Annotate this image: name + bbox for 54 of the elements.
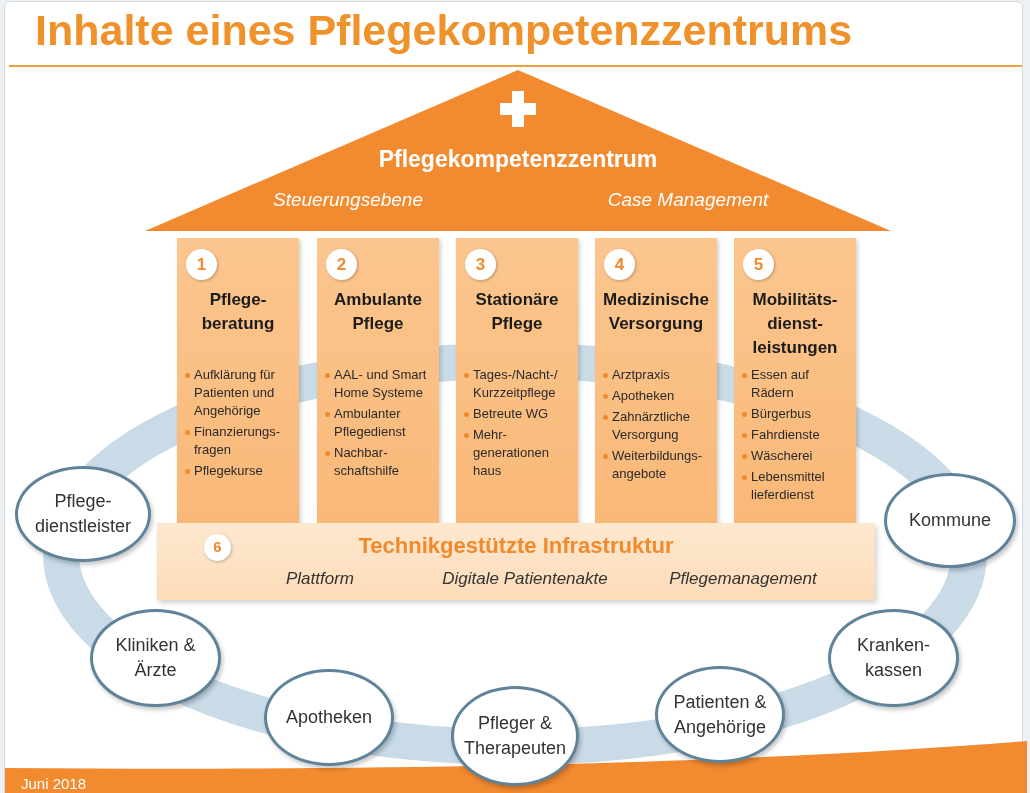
stakeholder-label: Patienten & Angehörige [672, 690, 768, 739]
step-number: 2 [326, 249, 357, 280]
roof-subtitle: Steuerungsebene [273, 188, 423, 212]
stakeholder-label: Pflege- dienstleister [33, 490, 132, 538]
stakeholder-label: Apotheken [285, 706, 373, 729]
bullet-text: Betreute WG [473, 405, 550, 423]
stakeholder-ellipse [884, 473, 1016, 568]
pillar-panel [456, 238, 578, 524]
bullet-text: Tages-/Nacht-/ Kurzzeitpflege [473, 366, 559, 402]
bullet-text: Mehr- generationen haus [473, 426, 550, 480]
stakeholder-label: Kliniken & Ärzte [114, 634, 197, 682]
page-title: Inhalte eines Pflegekompetenzzentrums [35, 5, 853, 56]
infrastructure-band [157, 523, 875, 600]
band-heading: Technikgestützte Infrastruktur [358, 532, 674, 560]
band-item: Digitale Patientenakte [442, 568, 608, 590]
bullet-text: Aufklärung für Patienten und Angehörige [194, 366, 276, 420]
band-item: Plattform [286, 568, 354, 590]
roof-subtitle: Case Management [607, 188, 769, 212]
stakeholder-label: Kranken- kassen [855, 634, 931, 682]
step-number: 6 [204, 534, 231, 561]
pillar-heading: Stationäre Pflege [474, 289, 560, 335]
stakeholder-ellipse [828, 609, 959, 707]
bullet-text: Ambulanter Pflegedienst [334, 405, 407, 441]
bullet-text: AAL- und Smart Home Systeme [334, 366, 428, 402]
band-item: Pflegemanagement [669, 568, 817, 590]
pillar-panel [734, 238, 856, 524]
bullet-text: Essen auf Rädern [751, 366, 810, 402]
pillar-panel [317, 238, 439, 524]
footer-date: Juni 2018 [21, 774, 87, 793]
pillar-panel [177, 238, 299, 524]
bullet-text: Weiterbildungs- angebote [612, 447, 704, 483]
stakeholder-ellipse [90, 609, 221, 707]
bullet-text: Nachbar- schaftshilfe [334, 444, 401, 480]
bullet-text: Apotheken [612, 387, 676, 405]
bullet-text: Fahrdienste [751, 426, 821, 444]
bullet-text: Arztpraxis [612, 366, 671, 384]
bullet-text: Bürgerbus [751, 405, 812, 423]
roof-heading: Pflegekompetenzzentrum [378, 145, 658, 174]
pillar-heading: Pflege- beratung [200, 289, 276, 335]
pillar-heading: Mobilitäts- dienst- leistungen [751, 289, 839, 359]
pillar-heading: Ambulante Pflege [333, 289, 423, 335]
bullet-text: Lebensmittel lieferdienst [751, 468, 826, 504]
step-number: 5 [743, 249, 774, 280]
stakeholder-label: Kommune [908, 509, 991, 532]
step-number: 1 [186, 249, 217, 280]
bullet-text: Pflegekurse [194, 462, 264, 480]
step-number: 3 [465, 249, 496, 280]
pillar-heading: Medizinische Versorgung [602, 289, 710, 335]
bullet-text: Finanzierungs- fragen [194, 423, 281, 459]
stakeholder-label: Pfleger & Therapeuten [462, 712, 568, 760]
bullet-text: Wäscherei [751, 447, 814, 465]
step-number: 4 [604, 249, 635, 280]
bullet-text: Zahnärztliche Versorgung [612, 408, 692, 444]
pillar-panel [595, 238, 717, 524]
